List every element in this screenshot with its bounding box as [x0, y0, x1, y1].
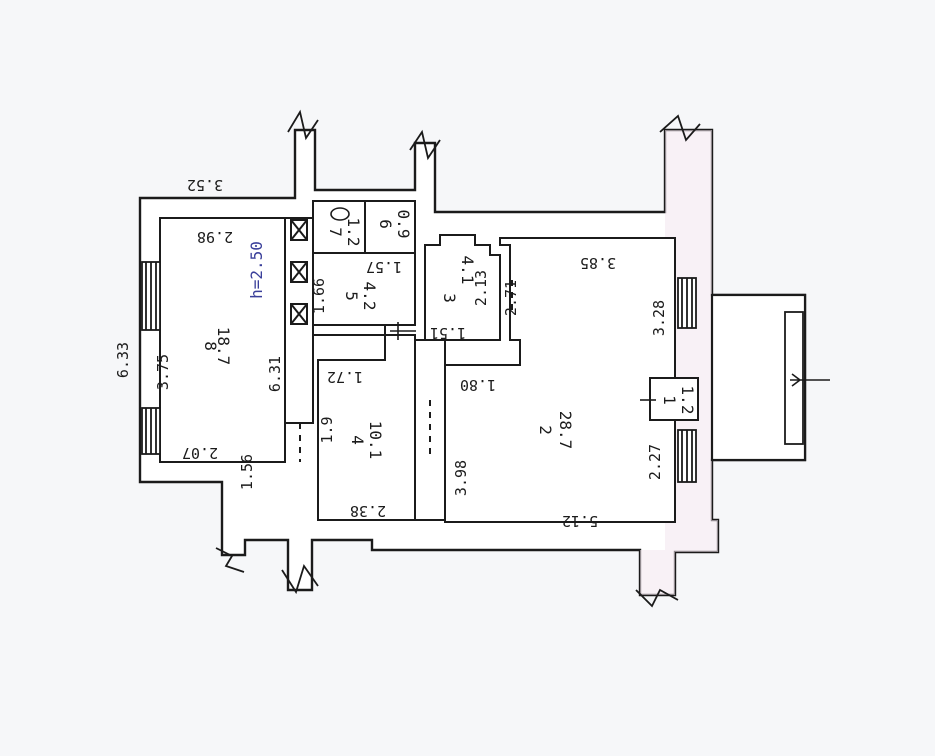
room-7-area: 1.2: [344, 218, 363, 247]
room-1: [649, 377, 699, 421]
wall-tint: [640, 130, 718, 595]
room-3-area: 4.1: [458, 256, 477, 285]
dim-room3-height: 2.13: [472, 270, 490, 306]
door-openings: [299, 280, 513, 462]
dim-room2-bottom: 5.12: [562, 512, 598, 530]
room-2: [444, 237, 676, 523]
door-tick: [390, 322, 416, 340]
windows-right: [677, 277, 697, 483]
dim-stub: 1.56: [238, 454, 256, 490]
room-5-number: 5: [342, 291, 361, 301]
dim-room3-side: 2.71: [502, 280, 520, 316]
dim-room4-height: 1.9: [318, 416, 336, 443]
dim-room2-left: 3.98: [452, 460, 470, 496]
balcony-rail: [784, 311, 804, 445]
room-2-area: 28.7: [556, 411, 575, 450]
windows-left: [141, 261, 161, 455]
room-1-number: 1: [660, 395, 679, 405]
dim-room2-top: 3.85: [580, 254, 616, 272]
room-4: [312, 324, 416, 521]
room-1-area: 1.2: [678, 386, 697, 415]
partition-block: [284, 217, 314, 424]
dim-room5-width: 1.57: [366, 258, 402, 276]
room-4-area: 10.1: [366, 421, 385, 460]
dim-room4-bottom: 2.38: [350, 502, 386, 520]
dim-room2-upper-right: 3.28: [650, 300, 668, 336]
ceiling-height-label: h=2.50: [247, 241, 266, 299]
room-5: [312, 252, 416, 326]
dim-room8-left: 3.75: [154, 354, 172, 390]
dim-room5-height: 1.66: [310, 278, 328, 314]
room-7-number: 7: [326, 227, 345, 237]
room-6-area: 0.9: [394, 210, 413, 239]
room-2-number: 2: [536, 425, 555, 435]
toilet-icon: [330, 207, 350, 221]
room-3: [424, 234, 501, 341]
wall-breaks: [215, 109, 701, 608]
dim-room8-bottom: 2.07: [182, 444, 218, 462]
dim-room2-inner: 1.80: [460, 376, 496, 394]
balcony-arrow: [790, 373, 830, 387]
room-4-number: 4: [348, 435, 367, 445]
room-3-number: 3: [440, 293, 459, 303]
vent-crosses: [290, 219, 308, 325]
dim-room8-right: 6.31: [266, 356, 284, 392]
dim-hall-width: 1.72: [327, 368, 363, 386]
dim-room2-lower-right: 2.27: [646, 444, 664, 480]
dim-top-outer: 3.52: [187, 176, 223, 194]
room-6-number: 6: [376, 219, 395, 229]
dim-room8-top: 2.98: [197, 228, 233, 246]
dim-left-outer: 6.33: [114, 342, 132, 378]
dim-room3-width: 1.51: [430, 324, 466, 342]
room-5-area: 4.2: [360, 282, 379, 311]
room-8-area: 18.7: [214, 327, 233, 366]
room-8-number: 8: [201, 341, 220, 351]
